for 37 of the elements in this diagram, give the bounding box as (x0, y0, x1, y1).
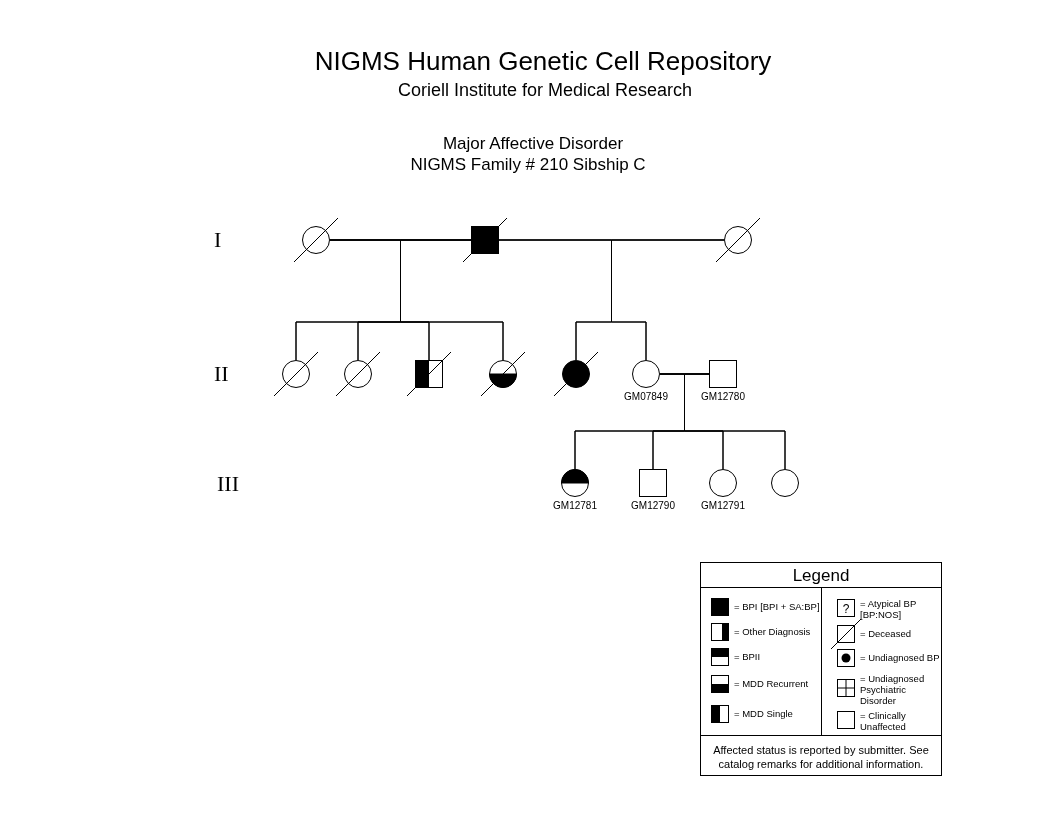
legend-text: = MDD Recurrent (734, 678, 810, 689)
footnote: Affected status is reported by submitter. See catalog remarks for additional information. (712, 743, 930, 771)
legend-symbol: ? (837, 599, 855, 617)
disorder-heading: Major Affective Disorder (442, 134, 624, 154)
sample-id: GM12790 (630, 500, 676, 511)
generation-numeral: III (217, 471, 239, 497)
generation-numeral: II (214, 361, 229, 387)
generation-numeral: I (214, 227, 222, 253)
pedigree-line (400, 239, 504, 361)
title: NIGMS Human Genetic Cell Repository (314, 46, 772, 77)
circle-symbol (724, 226, 752, 254)
legend-text: = MDD Single (734, 708, 794, 719)
legend-text: = Clinically Unaffected (860, 710, 907, 732)
sample-id: GM12781 (552, 500, 598, 511)
square-symbol (471, 226, 499, 254)
legend-text: = Undiagnosed BP (860, 652, 941, 663)
legend-title: Legend (701, 563, 941, 588)
legend-text: = BPII (734, 651, 762, 662)
legend-text: = Deceased (860, 628, 912, 639)
sample-id: GM12791 (700, 500, 746, 511)
circle-symbol (302, 226, 330, 254)
legend-text: = Other Diagnosis (734, 626, 812, 637)
circle-symbol (282, 360, 310, 388)
legend-text: = BPI [BPI + SA:BP] (734, 601, 821, 612)
square-symbol (415, 360, 443, 388)
circle-symbol (771, 469, 799, 497)
legend-text: = Atypical BP [BP:NOS] (860, 598, 918, 620)
sample-id: GM12780 (700, 391, 746, 402)
subtitle: Coriell Institute for Medical Research (397, 80, 693, 101)
pedigree-line (611, 239, 725, 361)
family-heading: NIGMS Family # 210 Sibship C (410, 155, 646, 175)
pedigree-line (684, 373, 786, 470)
circle-symbol (489, 360, 517, 388)
circle-symbol (562, 360, 590, 388)
sample-id: GM07849 (623, 391, 669, 402)
circle-symbol (344, 360, 372, 388)
legend-text: = Undiagnosed Psychiatric Disorder (860, 673, 926, 706)
